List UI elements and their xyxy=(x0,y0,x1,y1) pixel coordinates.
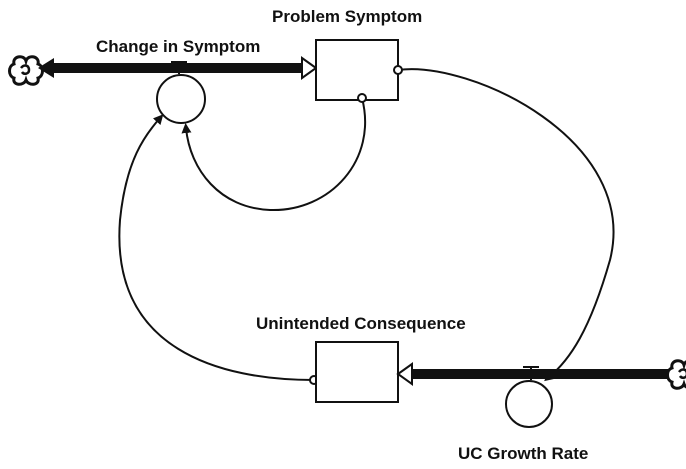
change-in-symptom-label: Change in Symptom xyxy=(96,37,261,56)
link-problem-to-ucgrowth xyxy=(397,68,615,382)
uc-growth-rate-flow-pipe xyxy=(396,362,670,386)
link-origin-dot-problem-bottom xyxy=(357,93,367,103)
change-in-symptom-rate-circle xyxy=(156,74,206,124)
unintended-consequence-label: Unintended Consequence xyxy=(256,314,466,333)
left-cloud-icon xyxy=(8,55,44,86)
link-unintended-to-change xyxy=(118,114,315,381)
right-cloud-icon xyxy=(666,359,686,390)
problem-symptom-stock xyxy=(315,39,399,101)
uc-growth-rate-circle xyxy=(505,380,553,428)
problem-symptom-label: Problem Symptom xyxy=(272,7,423,26)
uc-growth-rate-valve-icon xyxy=(523,366,539,380)
uc-growth-rate-label: UC Growth Rate xyxy=(458,444,589,463)
change-in-symptom-valve-icon xyxy=(171,61,187,74)
link-problem-to-change xyxy=(181,97,367,212)
unintended-consequence-stock xyxy=(315,341,399,403)
link-origin-dot-problem-right xyxy=(393,65,403,75)
